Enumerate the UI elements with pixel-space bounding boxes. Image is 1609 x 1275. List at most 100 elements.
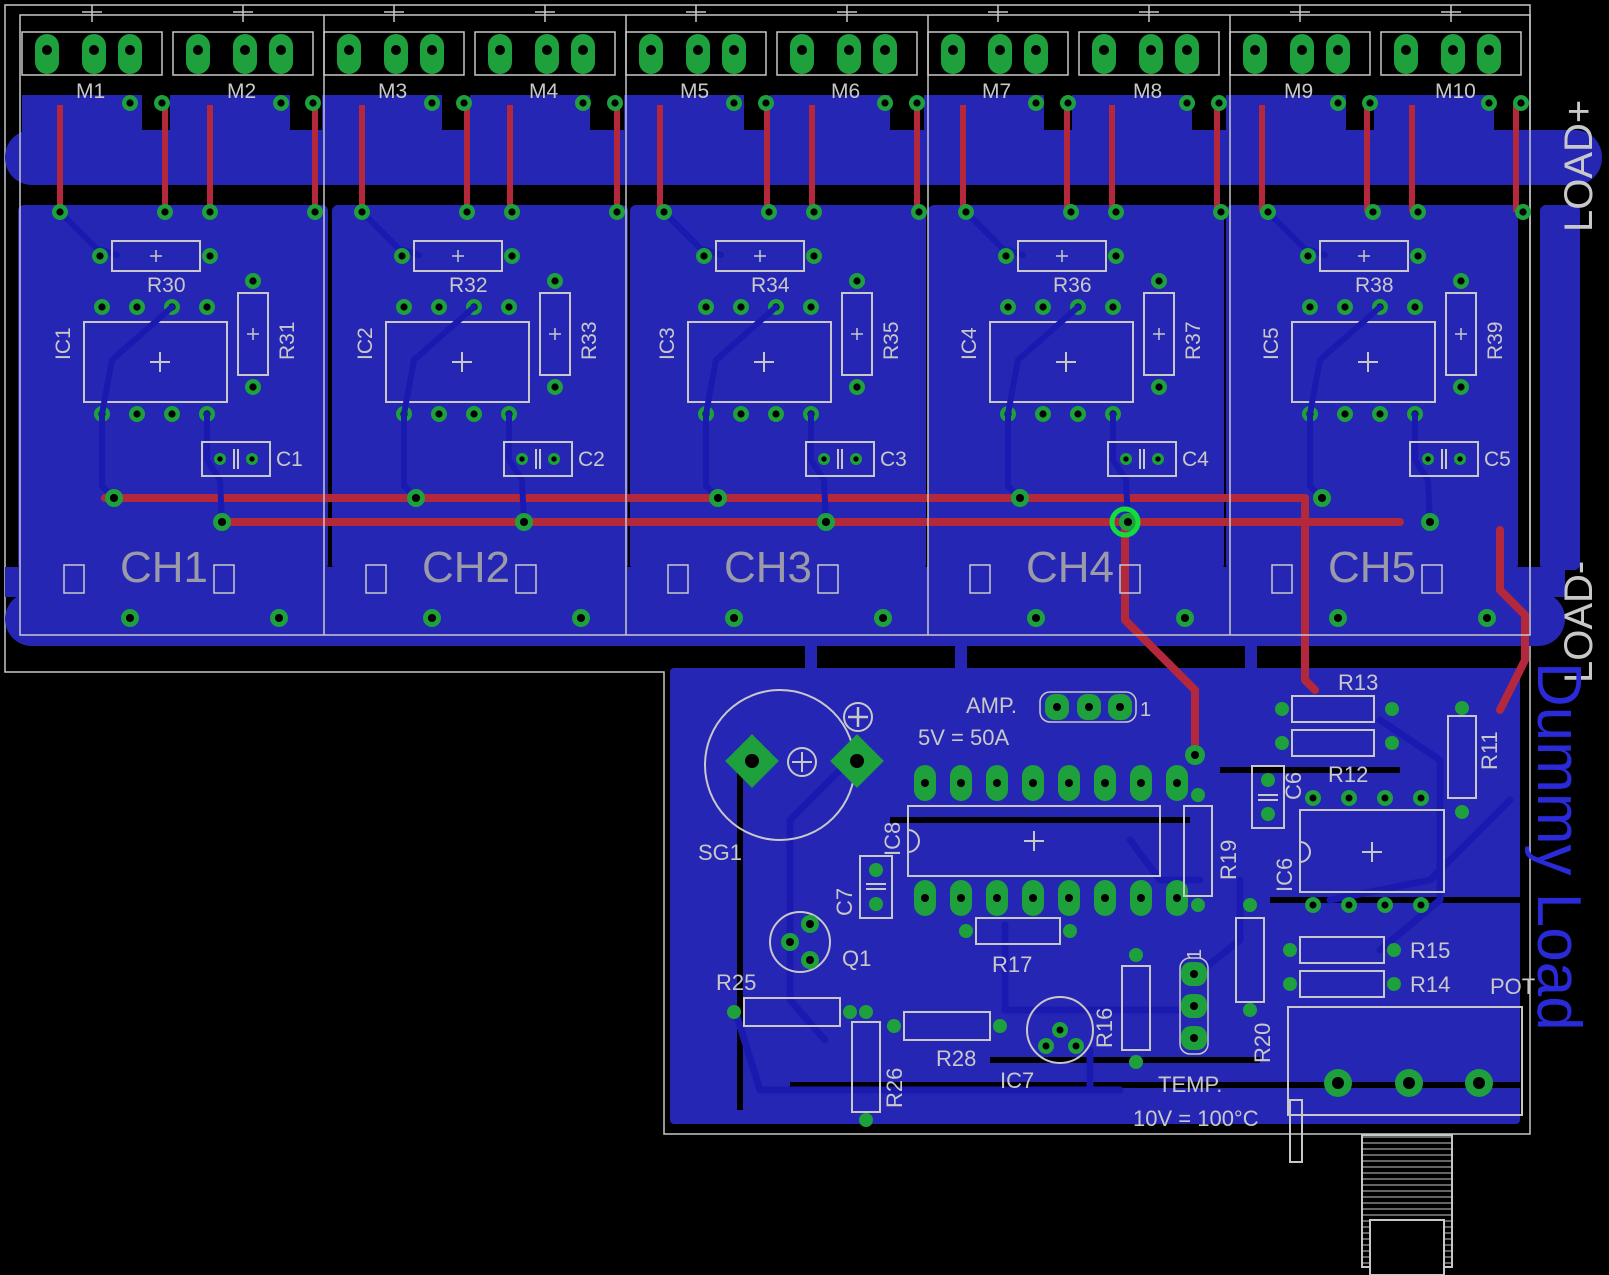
r12-label: R12 bbox=[1328, 762, 1368, 787]
potentiometer: POT bbox=[1287, 974, 1535, 1275]
ic-label: IC3 bbox=[656, 327, 679, 360]
channel-blocks: R30R31IC1C1CH1R32R33IC2C2CH2R34R35IC3C3C… bbox=[52, 204, 1531, 627]
channel-label: CH4 bbox=[1026, 543, 1114, 592]
sg1-label: SG1 bbox=[698, 840, 742, 865]
mosfet-m8: M8 bbox=[1078, 5, 1227, 111]
mosfet-label: M9 bbox=[1284, 80, 1313, 103]
mosfet-label: M2 bbox=[227, 80, 256, 103]
capacitor-label: C3 bbox=[880, 448, 907, 471]
mosfet-m7: M7 bbox=[927, 5, 1076, 111]
channel-label: CH5 bbox=[1328, 543, 1416, 592]
transistor-q1: Q1 bbox=[769, 911, 871, 973]
temp-pin1-label: 1 bbox=[1184, 949, 1206, 960]
mosfet-label: M4 bbox=[529, 80, 558, 103]
resistor-label: R35 bbox=[880, 321, 903, 360]
mosfet-row: M1 M2 M3 M4 M5 M6 M7 M8 M9 M10 bbox=[21, 5, 1529, 111]
mosfet-label: M10 bbox=[1435, 80, 1476, 103]
load-negative-label: LOAD- bbox=[1557, 561, 1601, 683]
resistor-label: R39 bbox=[1484, 321, 1507, 360]
mosfet-m2: M2 bbox=[172, 5, 321, 111]
top-traces-vertical bbox=[57, 105, 1519, 212]
load-positive-label: LOAD+ bbox=[1557, 100, 1601, 232]
resistor-label: R37 bbox=[1182, 321, 1205, 360]
r26-label: R26 bbox=[882, 1068, 907, 1108]
mosfet-m5: M5 bbox=[625, 5, 774, 111]
c6-label: C6 bbox=[1281, 772, 1306, 800]
channel-label: CH2 bbox=[422, 543, 510, 592]
mosfet-m6: M6 bbox=[776, 5, 925, 111]
resistor-label: R34 bbox=[751, 274, 790, 297]
top-traces bbox=[101, 494, 1529, 759]
ic8-dip16: IC8 bbox=[880, 765, 1188, 916]
ic-label: IC5 bbox=[1260, 327, 1283, 360]
resistor-label: R31 bbox=[276, 321, 299, 360]
capacitor-label: C4 bbox=[1182, 448, 1209, 471]
board-outline bbox=[4, 4, 1531, 1135]
r20-label: R20 bbox=[1250, 1023, 1275, 1063]
control-resistors: R13 R12 R11 R19 R15 R14 R20 R17 R16 R25 bbox=[716, 670, 1502, 1127]
temp-header: 1 TEMP. 10V = 100°C bbox=[1133, 949, 1259, 1131]
r13-label: R13 bbox=[1338, 670, 1378, 695]
ic-label: IC1 bbox=[52, 327, 75, 360]
capacitor-label: C1 bbox=[276, 448, 303, 471]
mosfet-m4: M4 bbox=[474, 5, 623, 111]
channel-label: CH1 bbox=[120, 543, 208, 592]
amp-pin1-label: 1 bbox=[1140, 699, 1151, 721]
capacitor-label: C2 bbox=[578, 448, 605, 471]
resistor-label: R36 bbox=[1053, 274, 1092, 297]
amp-scale-label: 5V = 50A bbox=[918, 725, 1009, 750]
r11-label: R11 bbox=[1477, 731, 1502, 770]
resistor-label: R30 bbox=[147, 274, 186, 297]
capacitor-label: C5 bbox=[1484, 448, 1511, 471]
mosfet-label: M7 bbox=[982, 80, 1011, 103]
c7-label: C7 bbox=[832, 888, 857, 916]
mosfet-m9: M9 bbox=[1229, 5, 1378, 111]
amp-header: AMP. 5V = 50A 1 bbox=[918, 691, 1151, 750]
r14-label: R14 bbox=[1410, 972, 1450, 997]
mosfet-label: M8 bbox=[1133, 80, 1162, 103]
board-title: Dummy Load bbox=[1524, 662, 1593, 1031]
pot-label: POT bbox=[1490, 974, 1535, 999]
mosfet-m1: M1 bbox=[21, 5, 170, 111]
mosfet-label: M5 bbox=[680, 80, 709, 103]
resistor-label: R38 bbox=[1355, 274, 1394, 297]
ic-label: IC2 bbox=[354, 327, 377, 360]
ic6-dip8: IC6 bbox=[1272, 790, 1445, 913]
amp-label: AMP. bbox=[966, 693, 1017, 718]
r28-label: R28 bbox=[936, 1046, 976, 1071]
r17-label: R17 bbox=[992, 952, 1032, 977]
mosfet-label: M3 bbox=[378, 80, 407, 103]
ic6-label: IC6 bbox=[1272, 858, 1297, 892]
capacitor-c7: C7 bbox=[832, 855, 893, 919]
temp-scale-label: 10V = 100°C bbox=[1133, 1106, 1259, 1131]
mosfet-m3: M3 bbox=[323, 5, 472, 111]
q1-label: Q1 bbox=[842, 946, 871, 971]
channel-label: CH3 bbox=[724, 543, 812, 592]
r19-label: R19 bbox=[1216, 840, 1241, 880]
resistor-label: R33 bbox=[578, 321, 601, 360]
temp-label: TEMP. bbox=[1158, 1072, 1222, 1097]
ic7-label: IC7 bbox=[1000, 1068, 1034, 1093]
channel-frames bbox=[19, 14, 1531, 636]
ic7-sensor: IC7 bbox=[1000, 996, 1094, 1093]
r16-label: R16 bbox=[1092, 1008, 1117, 1048]
mosfet-label: M6 bbox=[831, 80, 860, 103]
mosfet-label: M1 bbox=[76, 80, 105, 103]
load-positive-bus bbox=[5, 130, 1602, 185]
capacitor-c6: C6 bbox=[1251, 765, 1306, 829]
mosfet-m10: M10 bbox=[1380, 5, 1529, 111]
ic8-label: IC8 bbox=[880, 822, 905, 856]
resistor-label: R32 bbox=[449, 274, 488, 297]
bottom-traces-control bbox=[731, 716, 1514, 1094]
r15-label: R15 bbox=[1410, 938, 1450, 963]
ic-label: IC4 bbox=[958, 327, 981, 360]
load-negative-bus bbox=[5, 592, 1565, 646]
via-large bbox=[1109, 506, 1141, 538]
r25-label: R25 bbox=[716, 970, 756, 995]
